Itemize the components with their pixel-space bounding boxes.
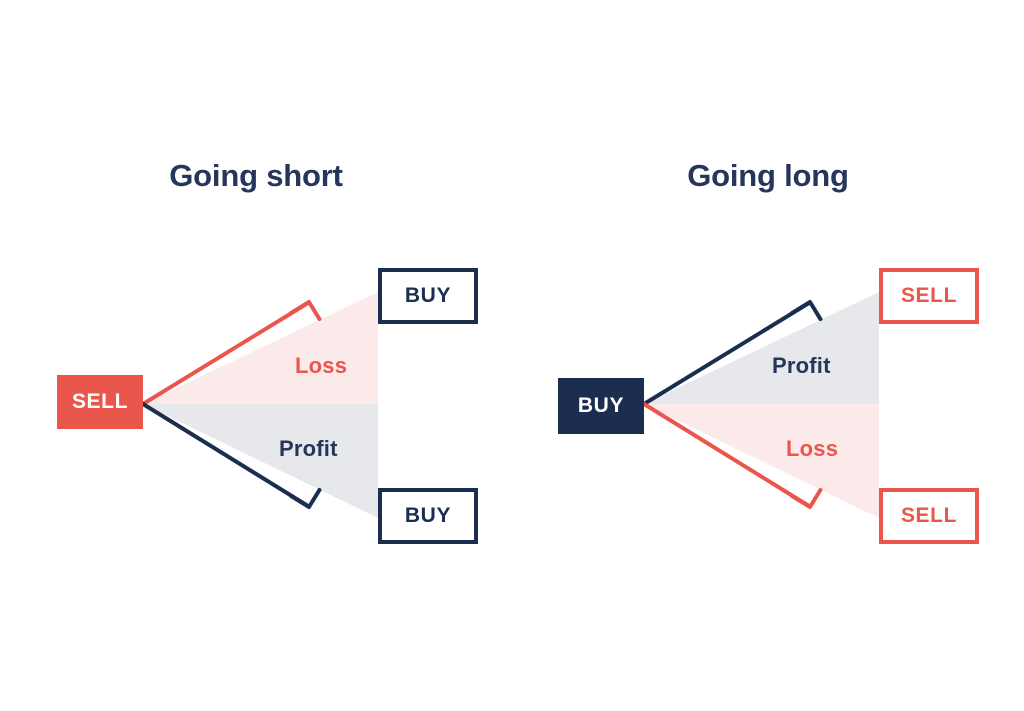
region-label-upper: Loss [295, 353, 348, 378]
target-node-lower-label: SELL [900, 504, 958, 527]
arrow-upper [141, 300, 322, 406]
flow-graphic-going-long [642, 292, 879, 518]
target-node-lower-label: BUY [404, 504, 452, 527]
source-node-label: BUY [577, 394, 625, 417]
target-node-lower[interactable]: BUY [378, 488, 478, 544]
source-node-buy[interactable]: BUY [558, 378, 644, 434]
target-node-upper[interactable]: BUY [378, 268, 478, 324]
arrow-upper [642, 300, 823, 406]
panel-going-short: Going short SELL BUY [57, 158, 478, 544]
arrow-lower [642, 402, 823, 509]
region-label-upper: Profit [772, 353, 831, 378]
region-wedge-lower [644, 404, 879, 518]
region-wedge-upper [143, 292, 378, 404]
region-label-lower: Profit [279, 436, 338, 461]
target-node-upper-label: SELL [900, 284, 958, 307]
flow-graphic-going-short [141, 292, 378, 518]
target-node-upper-label: BUY [404, 284, 452, 307]
target-node-lower[interactable]: SELL [879, 488, 979, 544]
panel-title-going-long: Going long [687, 158, 849, 193]
target-node-upper[interactable]: SELL [879, 268, 979, 324]
panel-title-going-short: Going short [169, 158, 343, 193]
source-node-label: SELL [71, 390, 129, 413]
region-label-lower: Loss [786, 436, 839, 461]
source-node-sell[interactable]: SELL [57, 375, 143, 429]
region-wedge-lower [143, 404, 378, 518]
panel-going-long: Going long BUY SELL [512, 0, 1024, 711]
arrow-lower [141, 402, 322, 509]
region-wedge-upper [644, 292, 879, 404]
